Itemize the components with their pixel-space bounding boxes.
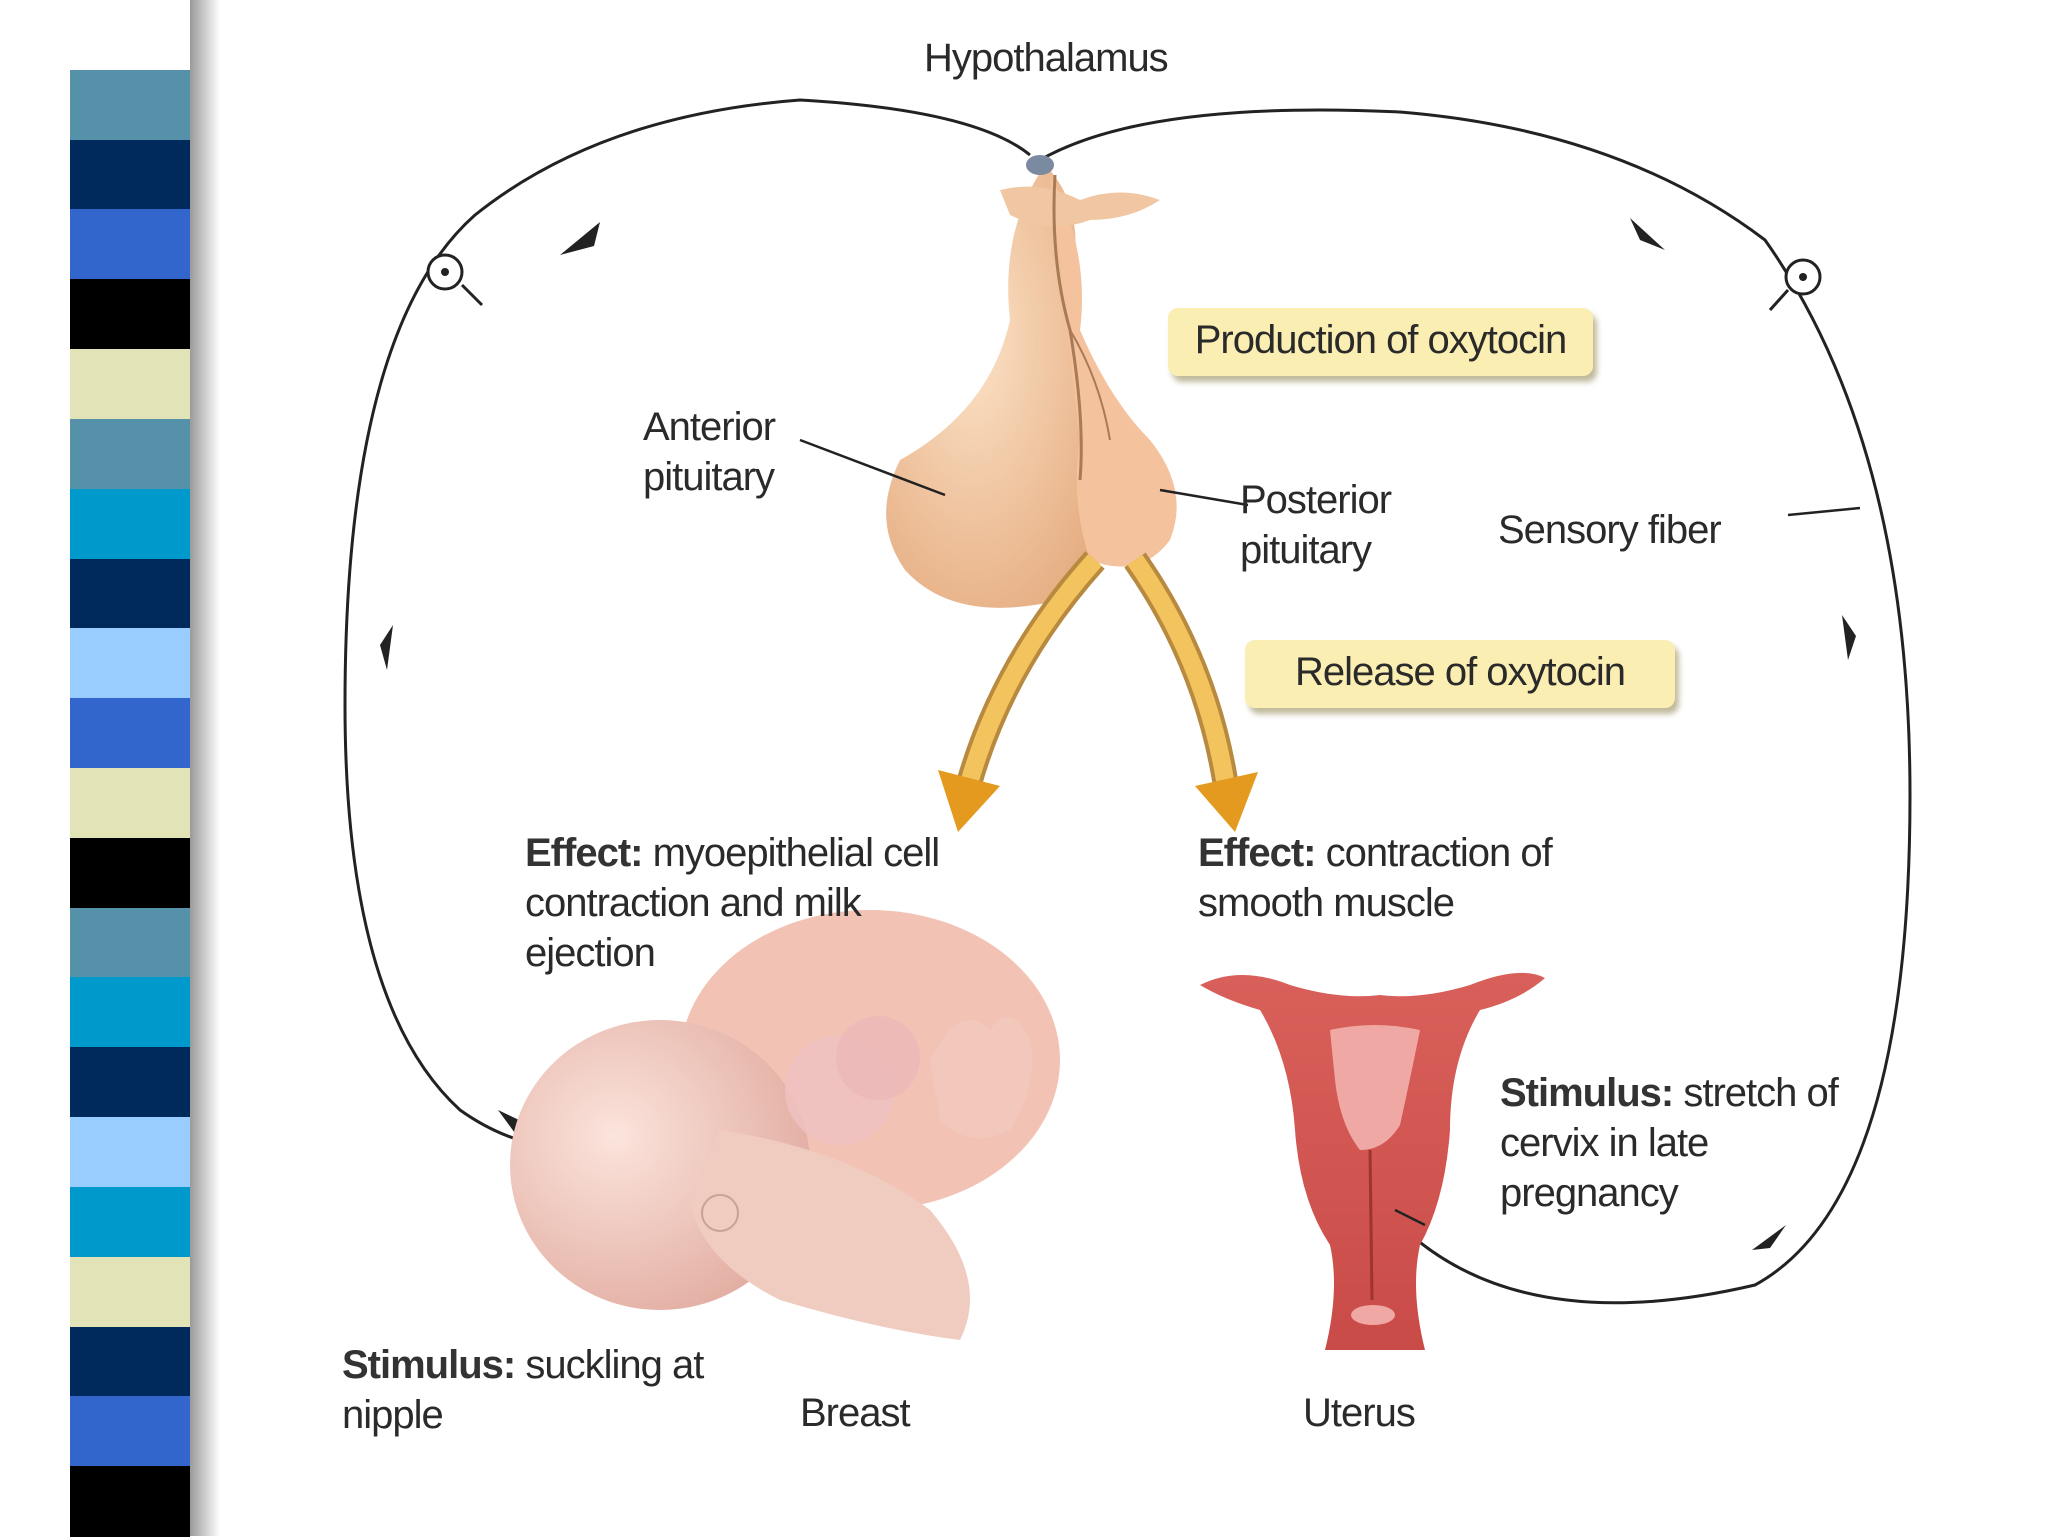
- stripe-band: [70, 1117, 190, 1188]
- anterior-pituitary-label: Anterior pituitary: [643, 405, 776, 499]
- stripe-band: [70, 418, 190, 490]
- breast-stimulus-text: suckling at nipple: [342, 1343, 704, 1437]
- stripe-band: [70, 349, 190, 420]
- stripe-band: [70, 698, 190, 769]
- stripe-band: [70, 1326, 190, 1398]
- uterus-illustration: [1200, 972, 1545, 1350]
- hypothalamus-label: Hypothalamus: [924, 36, 1169, 80]
- stripe-band: [70, 1396, 190, 1468]
- stripe-band: [70, 209, 190, 281]
- stripe-band: [70, 977, 190, 1049]
- release-of-oxytocin-box: Release of oxytocin: [1245, 640, 1675, 708]
- stripe-band: [70, 139, 190, 211]
- stripe-band: [70, 768, 190, 839]
- right-neuron-cell-body: [1768, 258, 1822, 312]
- breast-stimulus-label: Stimulus: suckling at nipple: [342, 1340, 722, 1440]
- stripe-band: [70, 1256, 190, 1328]
- breast-stimulus-heading: Stimulus:: [342, 1343, 516, 1387]
- left-sensory-pathway: [343, 98, 1031, 1151]
- direction-arrow-icon: [380, 625, 393, 670]
- release-arrow-right: [1124, 552, 1258, 832]
- leader-lines: [799, 438, 1861, 1227]
- uterus-stimulus-heading: Stimulus:: [1500, 1071, 1674, 1115]
- uterus-stimulus-label: Stimulus: stretch of cervix in late preg…: [1500, 1068, 1870, 1218]
- right-sensory-pathway: [1039, 108, 1912, 1305]
- breast-label: Breast: [800, 1391, 911, 1435]
- stripe-band: [70, 1466, 190, 1537]
- uterus-effect-heading: Effect:: [1198, 831, 1316, 875]
- left-neuron-cell-body: [426, 253, 484, 307]
- stripe-band: [70, 837, 190, 909]
- breast-effect-heading: Effect:: [525, 831, 643, 875]
- production-of-oxytocin-box: Production of oxytocin: [1168, 308, 1593, 376]
- breastfeeding-illustration: [510, 910, 1060, 1340]
- direction-arrow-icon: [1842, 615, 1856, 660]
- stripe-band: [70, 907, 190, 979]
- uterus-effect-text: contraction of smooth muscle: [1198, 831, 1553, 925]
- stripe-band: [70, 69, 190, 141]
- stripe-band: [70, 1047, 190, 1119]
- decorative-stripe: [70, 0, 190, 1537]
- sensory-fiber-label: Sensory fiber: [1498, 508, 1722, 552]
- direction-arrow-icon: [1752, 1225, 1786, 1250]
- direction-arrow-icon: [1630, 218, 1665, 250]
- breast-effect-label: Effect: myoepithelial cell contraction a…: [525, 828, 995, 978]
- breast-effect-text: myoepithelial cell contraction and milk …: [525, 831, 940, 975]
- stripe-band: [70, 1186, 190, 1258]
- uterus-effect-label: Effect: contraction of smooth muscle: [1198, 828, 1618, 928]
- uterus-stimulus-text: stretch of cervix in late pregnancy: [1500, 1071, 1839, 1215]
- stripe-band: [70, 488, 190, 560]
- direction-arrow-icon: [560, 222, 600, 255]
- stripe-shadow: [190, 0, 220, 1536]
- posterior-pituitary-label: Posterior pituitary: [1240, 478, 1392, 572]
- stripe-band: [70, 628, 190, 700]
- stripe-band: [70, 558, 190, 630]
- release-arrow-left: [938, 551, 1105, 832]
- stripe-band: [70, 0, 190, 71]
- pituitary-illustration: [886, 155, 1177, 608]
- stripe-band: [70, 279, 190, 351]
- uterus-label: Uterus: [1303, 1391, 1416, 1435]
